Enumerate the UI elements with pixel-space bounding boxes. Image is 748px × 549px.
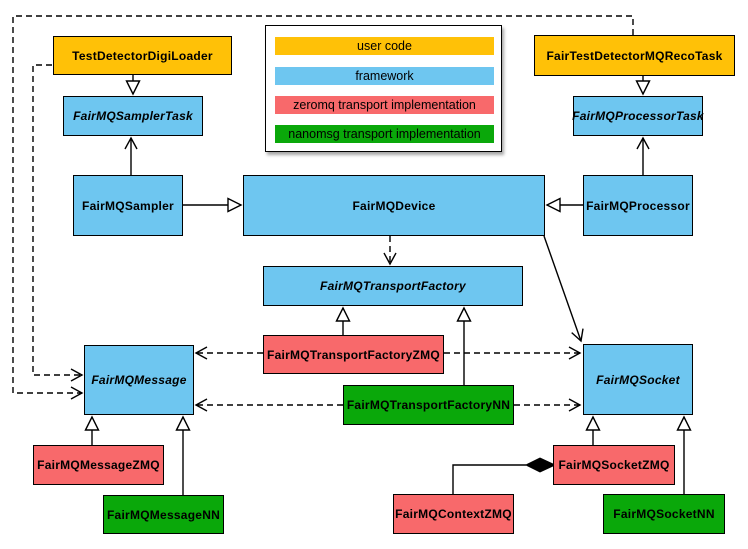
edge-dep-recotask-message	[12, 15, 634, 400]
node-fair-mq-transport-factory-zmq: FairMQTransportFactoryZMQ	[263, 335, 444, 374]
legend-item-zeromq: zeromq transport implementation	[275, 96, 494, 114]
node-test-detector-digi-loader: TestDetectorDigiLoader	[53, 36, 232, 75]
legend: user code framework zeromq transport imp…	[265, 25, 502, 152]
node-fair-mq-message-nn: FairMQMessageNN	[103, 495, 224, 534]
node-fair-mq-processor-task: FairMQProcessorTask	[572, 96, 704, 136]
legend-item-framework: framework	[275, 67, 494, 85]
node-fair-mq-socket-nn: FairMQSocketNN	[603, 494, 725, 534]
edge-aggregate-contextzmq-socketzmq	[452, 464, 526, 494]
node-fair-test-detector-mq-reco-task: FairTestDetectorMQRecoTask	[534, 35, 735, 76]
node-fair-mq-message-zmq: FairMQMessageZMQ	[33, 445, 164, 485]
legend-item-user-code: user code	[275, 37, 494, 55]
node-fair-mq-transport-factory-nn: FairMQTransportFactoryNN	[343, 385, 514, 425]
edge-assoc-device-socket	[543, 235, 584, 343]
node-fair-mq-processor: FairMQProcessor	[583, 175, 693, 236]
node-fair-mq-device: FairMQDevice	[243, 175, 545, 236]
node-fair-mq-socket-zmq: FairMQSocketZMQ	[553, 445, 675, 485]
node-fair-mq-context-zmq: FairMQContextZMQ	[393, 494, 514, 534]
node-fair-mq-transport-factory: FairMQTransportFactory	[263, 266, 523, 306]
legend-item-nanomsg: nanomsg transport implementation	[275, 125, 494, 143]
edge-dep-digiloader-message	[32, 64, 84, 382]
aggregation-diamond-icon	[524, 457, 557, 473]
node-fair-mq-sampler-task: FairMQSamplerTask	[63, 96, 203, 136]
node-fair-mq-sampler: FairMQSampler	[73, 175, 183, 236]
node-fair-mq-socket: FairMQSocket	[583, 344, 693, 415]
node-fair-mq-message: FairMQMessage	[84, 345, 194, 415]
